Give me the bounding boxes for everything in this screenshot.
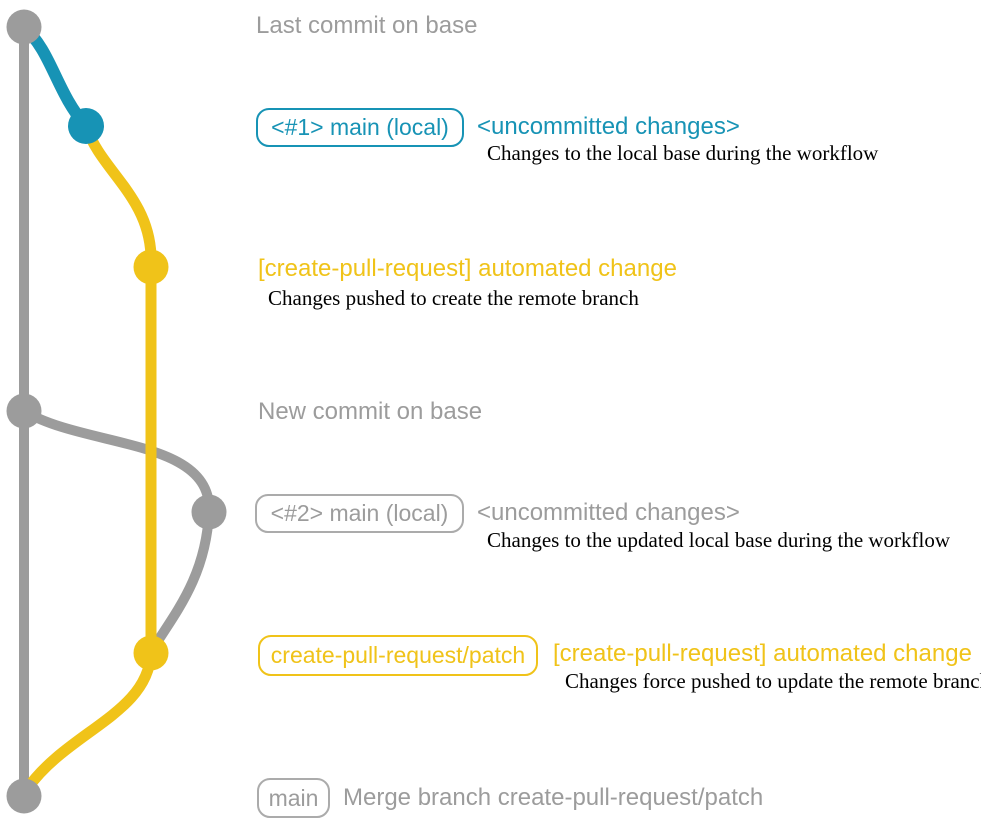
new-commit-on-base-label: New commit on base bbox=[258, 398, 483, 425]
badge-create-pull-request-patch: create-pull-request/patch bbox=[258, 635, 538, 676]
automated-change-1-title: [create-pull-request] automated change bbox=[258, 255, 677, 282]
create-pull-request-branch bbox=[21, 120, 157, 795]
badge-main-local-2: <#2> main (local) bbox=[255, 494, 464, 533]
merge-branch-label: Merge branch create-pull-request/patch bbox=[343, 784, 764, 811]
badge-main-local-2-label: <#2> main (local) bbox=[270, 500, 449, 526]
commit-dot-base-new bbox=[6, 393, 42, 429]
commit-dot-merge bbox=[6, 778, 42, 814]
commit-dot-automated-change-2 bbox=[133, 635, 169, 671]
automated-change-2-title: [create-pull-request] automated change bbox=[553, 640, 972, 667]
badge-main-label: main bbox=[268, 784, 319, 811]
automated-change-2-desc: Changes force pushed to update the remot… bbox=[565, 669, 981, 693]
last-commit-on-base-label: Last commit on base bbox=[256, 12, 478, 39]
commit-dot-base-last bbox=[6, 9, 42, 45]
badge-main-local-1-label: <#1> main (local) bbox=[271, 114, 449, 140]
badge-main-local-1: <#1> main (local) bbox=[256, 108, 464, 147]
badge-main: main bbox=[257, 778, 330, 818]
uncommitted-changes-1-title: <uncommitted changes> bbox=[477, 113, 740, 140]
automated-change-1-desc: Changes pushed to create the remote bran… bbox=[268, 286, 639, 310]
local-main-branch-2 bbox=[19, 406, 215, 655]
uncommitted-changes-1-desc: Changes to the local base during the wor… bbox=[487, 141, 879, 165]
commit-dot-automated-change-1 bbox=[133, 249, 169, 285]
badge-create-pull-request-patch-label: create-pull-request/patch bbox=[270, 642, 526, 668]
commit-dot-main-local-1 bbox=[68, 108, 104, 144]
uncommitted-changes-2-desc: Changes to the updated local base during… bbox=[487, 528, 951, 552]
commit-dot-main-local-2 bbox=[191, 494, 227, 530]
uncommitted-changes-2-title: <uncommitted changes> bbox=[477, 499, 740, 526]
